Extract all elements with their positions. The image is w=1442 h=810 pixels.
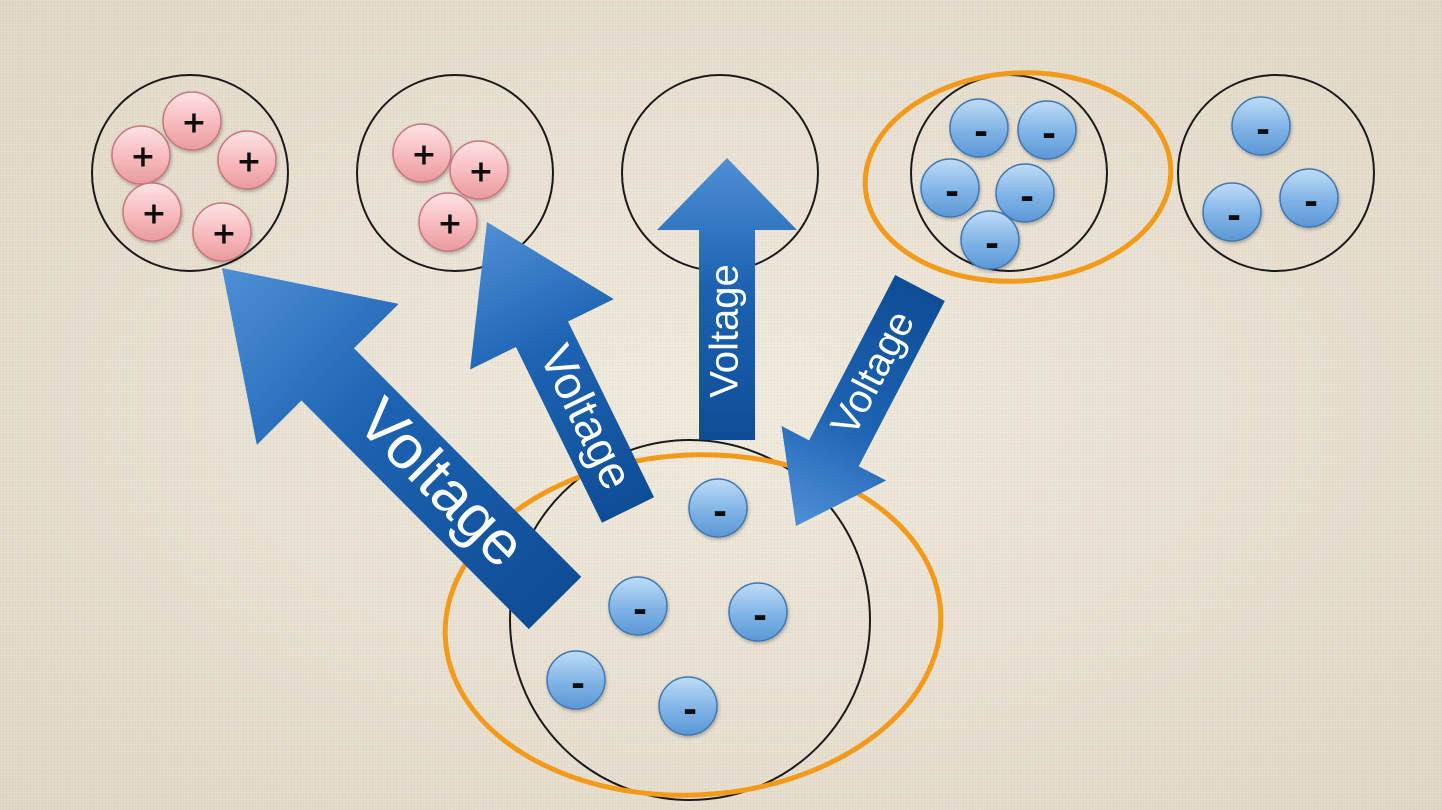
plus-sign: + <box>141 197 166 232</box>
positive-charge-ball <box>449 140 509 200</box>
positive-charge-ball <box>122 182 182 242</box>
minus-sign: - <box>633 591 647 631</box>
negative-charge: - <box>1279 168 1339 228</box>
arrow-to-container-3-label-group: Voltage <box>703 264 747 397</box>
negative-charge: - <box>688 478 748 538</box>
positive-charge: + <box>122 182 182 242</box>
positive-charge-ball <box>162 91 222 151</box>
negative-charge: - <box>608 576 668 636</box>
arrow-to-container-3-shape <box>657 158 797 440</box>
negative-charge-ball <box>1231 96 1291 156</box>
minus-sign: - <box>753 597 767 637</box>
container-5-circle <box>1177 74 1375 272</box>
negative-charge: - <box>546 650 606 710</box>
negative-charge: - <box>995 163 1055 223</box>
container-4-highlight-ring <box>862 70 1174 284</box>
container-source-highlight-ring <box>442 452 944 798</box>
voltage-label: Voltage <box>703 264 747 397</box>
negative-charge: - <box>658 676 718 736</box>
positive-charge: + <box>192 202 252 262</box>
negative-charge: - <box>949 98 1009 158</box>
positive-charge-ball <box>418 192 478 252</box>
negative-charge: - <box>960 210 1020 270</box>
arrow-from-container-4-shape <box>781 275 945 526</box>
negative-charge: - <box>1017 100 1077 160</box>
arrow-to-container-1-label-group: Voltage <box>344 385 539 580</box>
arrow-from-container-4: Voltage <box>781 275 945 526</box>
positive-charge-ball <box>192 202 252 262</box>
arrow-to-container-3: Voltage <box>657 158 797 440</box>
plus-sign: + <box>130 140 155 175</box>
arrow-to-container-1-shape <box>222 268 582 630</box>
negative-charge-ball <box>1202 182 1262 242</box>
voltage-label: Voltage <box>530 336 644 497</box>
plus-sign: + <box>211 217 236 252</box>
positive-charge: + <box>392 123 452 183</box>
negative-charge: - <box>728 582 788 642</box>
minus-sign: - <box>713 493 727 533</box>
containers-layer <box>91 74 1375 801</box>
positive-charge: + <box>162 91 222 151</box>
minus-sign: - <box>974 113 988 153</box>
minus-sign: - <box>1227 197 1241 237</box>
negative-charge-ball <box>688 478 748 538</box>
minus-sign: - <box>571 665 585 705</box>
negative-charge-ball <box>949 98 1009 158</box>
negative-charge-ball <box>546 650 606 710</box>
highlight-rings-layer <box>442 70 1174 798</box>
voltage-label: Voltage <box>344 385 539 580</box>
plus-sign: + <box>181 106 206 141</box>
minus-sign: - <box>1042 115 1056 155</box>
plus-sign: + <box>411 138 436 173</box>
positive-charge-ball <box>217 130 277 190</box>
negative-charge-ball <box>1017 100 1077 160</box>
positive-charge: + <box>418 192 478 252</box>
minus-sign: - <box>1256 111 1270 151</box>
negative-charge-ball <box>608 576 668 636</box>
negative-charge-ball <box>658 676 718 736</box>
negative-charge: - <box>920 158 980 218</box>
negative-charge-ball <box>1279 168 1339 228</box>
container-2-circle <box>356 74 554 272</box>
container-1-circle <box>91 74 289 272</box>
minus-sign: - <box>683 691 697 731</box>
positive-charge: + <box>449 140 509 200</box>
minus-sign: - <box>945 173 959 213</box>
positive-charge-ball <box>111 125 171 185</box>
negative-charge: - <box>1202 182 1262 242</box>
positive-charge-ball <box>392 123 452 183</box>
plus-sign: + <box>468 155 493 190</box>
negative-charge-ball <box>995 163 1055 223</box>
negative-charge-ball <box>728 582 788 642</box>
minus-sign: - <box>985 225 999 265</box>
positive-charge: + <box>217 130 277 190</box>
positive-charge: + <box>111 125 171 185</box>
negative-charge-ball <box>920 158 980 218</box>
charges-layer: ++++++++------------- <box>111 91 1339 736</box>
plus-sign: + <box>437 207 462 242</box>
container-source-circle <box>509 439 871 801</box>
negative-charge-ball <box>960 210 1020 270</box>
arrow-to-container-2-shape <box>470 222 655 523</box>
minus-sign: - <box>1304 183 1318 223</box>
negative-charge: - <box>1231 96 1291 156</box>
arrow-to-container-2-label-group: Voltage <box>530 336 644 497</box>
plus-sign: + <box>236 145 261 180</box>
minus-sign: - <box>1020 178 1034 218</box>
